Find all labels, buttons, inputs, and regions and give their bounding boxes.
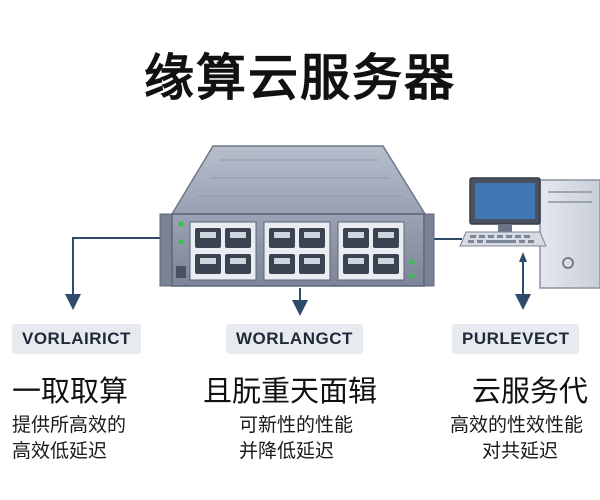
headline-center: 且朊重天面辑 [203, 374, 378, 408]
rack-server-icon [159, 145, 435, 287]
headline-left: 一取取算 [12, 374, 129, 408]
headline-right: 云服务代 [472, 374, 589, 408]
desc-right-line2: 对共延迟 [482, 440, 559, 462]
tag-right: PURLEVECT [452, 324, 580, 354]
tag-center: WORLANGCT [226, 324, 363, 354]
connector-right-vertical [515, 252, 531, 310]
page-title: 缘算云服务器 [144, 49, 456, 107]
desc-left-line1: 提供所高效的 [12, 414, 127, 436]
desc-left-line2: 高效低延迟 [12, 440, 108, 462]
desktop-computer-icon [459, 177, 600, 289]
desc-center-line2: 并降低延迟 [239, 440, 335, 462]
connector-left [65, 237, 160, 310]
tag-left: VORLAIRICT [12, 324, 141, 354]
desc-center-line1: 可新性的性能 [239, 414, 354, 436]
desc-right-line1: 高效的性效性能 [450, 414, 584, 436]
